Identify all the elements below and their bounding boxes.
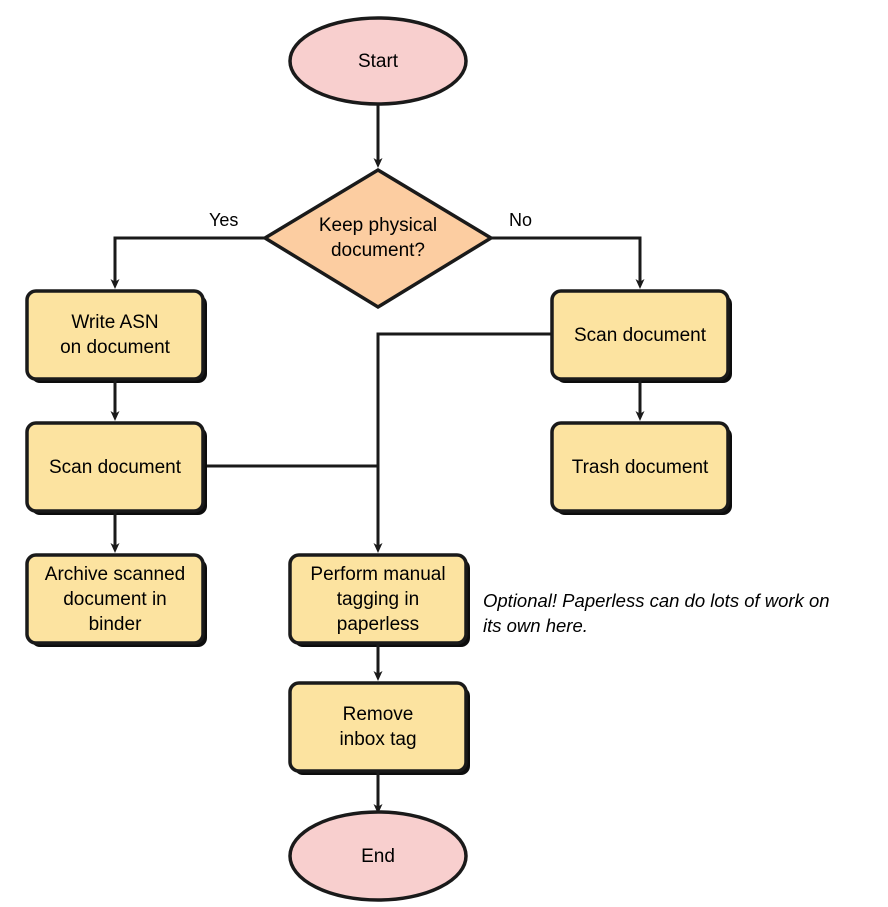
optional-note-annotation: Optional! Paperless can do lots of work … [483,590,830,636]
node-decision-keep-physical-document[interactable] [261,167,495,310]
node-trash-document[interactable] [550,421,730,513]
node-end[interactable] [288,810,468,902]
node-write-asn[interactable] [25,289,205,381]
edge-label-no: No [509,210,533,230]
node-scan-document-right[interactable] [550,289,730,381]
edge-scan-right-to-merge [376,332,552,466]
node-remove-inbox-tag[interactable] [288,681,468,773]
node-archive-scanned-document[interactable] [25,553,205,645]
flow-connectors [110,104,645,814]
edge-label-yes: Yes [209,210,239,230]
edge-decision-to-scan-right [491,236,645,289]
edge-decision-to-write-asn [110,236,265,289]
node-start[interactable] [288,16,468,106]
node-scan-document-left[interactable] [25,421,205,513]
node-perform-manual-tagging[interactable] [288,553,468,645]
